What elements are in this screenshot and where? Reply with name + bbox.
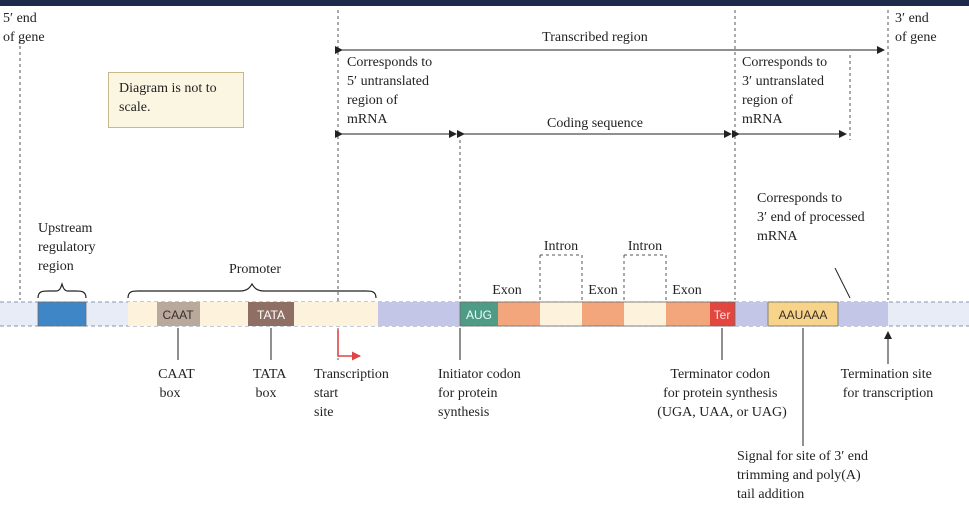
top-border: [0, 0, 969, 6]
span-arrows: [335, 46, 885, 138]
caat-box-block: [157, 302, 200, 326]
transcription-start-arrow: [337, 330, 361, 361]
transcribed-region-label: Transcribed region: [542, 30, 648, 45]
utr5-block: [378, 302, 460, 326]
caat-box-label: CAAT box: [158, 367, 198, 401]
polya-signal-label: Signal for site of 3′ end trimming and p…: [737, 449, 871, 502]
aauaaa-segment-label: AAUAAA: [779, 308, 828, 322]
upstream-brace: [37, 282, 87, 299]
intron-label-1: Intron: [544, 239, 578, 254]
aug-block: [460, 302, 498, 326]
promoter-brace: [127, 282, 377, 299]
exon-block-2: [582, 302, 624, 326]
five-prime-end-label: 5′ end of gene: [3, 11, 45, 45]
coding-sequence-label: Coding sequence: [547, 116, 643, 131]
exon-block-3: [666, 302, 710, 326]
caat-segment-label: CAAT: [162, 308, 194, 322]
utr3-block: [735, 302, 768, 326]
tata-box-block: [248, 302, 294, 326]
intron-block-2: [624, 302, 666, 326]
exon-block-1: [498, 302, 540, 326]
scale-note: Diagram is not to scale.: [108, 72, 244, 128]
exon-label-3: Exon: [672, 283, 702, 298]
guide-lines: [19, 10, 889, 360]
pointer-lines: [177, 267, 851, 446]
upstream-regulatory-block: [38, 302, 86, 326]
aauaaa-block: [768, 302, 838, 326]
exon-label-1: Exon: [492, 283, 522, 298]
promoter-block-tail: [338, 302, 378, 326]
termination-site-label: Termination site for transcription: [841, 367, 936, 401]
upstream-regulatory-label: Upstream regulatory region: [38, 221, 99, 274]
processed-end-pointer: [834, 267, 851, 299]
initiator-codon-label: Initiator codon for protein synthesis: [438, 367, 524, 420]
exon-label-2: Exon: [588, 283, 618, 298]
tata-box-label: TATA box: [253, 367, 289, 401]
utr5-label: Corresponds to 5′ untranslated region of…: [347, 55, 436, 127]
tata-segment-label: TATA: [257, 308, 285, 322]
intron-label-2: Intron: [628, 239, 662, 254]
aug-segment-label: AUG: [466, 308, 492, 322]
intron-block-1: [540, 302, 582, 326]
promoter-label: Promoter: [229, 262, 281, 277]
utr3-label: Corresponds to 3′ untranslated region of…: [742, 55, 831, 127]
ter-segment-label: Ter: [714, 308, 731, 322]
ter-block: [710, 302, 735, 326]
terminator-codon-label: Terminator codon for protein synthesis (…: [657, 367, 787, 420]
processed-end-block: [838, 302, 888, 326]
three-prime-end-label: 3′ end of gene: [895, 11, 937, 45]
processed-end-label: Corresponds to 3′ end of processed mRNA: [757, 191, 868, 244]
dna-strand: CAAT TATA AUG Ter AAUAAA: [0, 301, 969, 327]
transcription-start-label: Transcription start site: [314, 367, 392, 420]
